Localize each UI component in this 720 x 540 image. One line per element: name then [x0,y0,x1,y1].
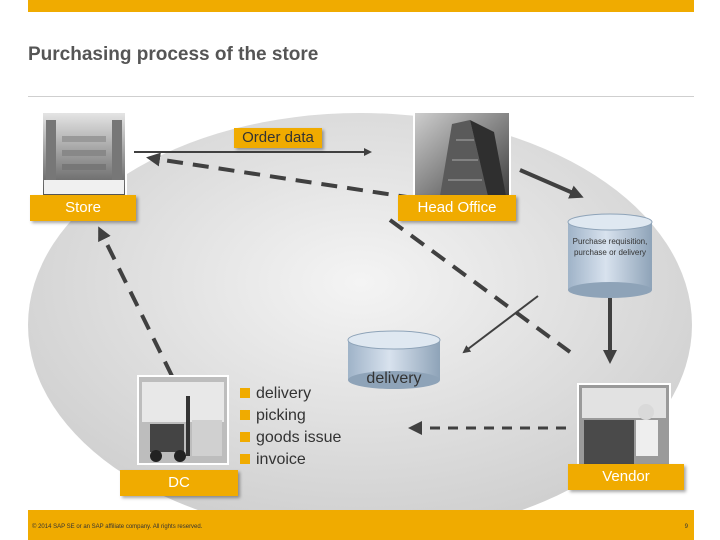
store-label: Store [30,195,136,221]
arrow-headoffice-to-store [146,152,441,204]
page-number: 9 [684,524,688,530]
dc-step-label: goods issue [256,429,342,446]
dc-steps-list: delivery picking goods issue invoice [240,383,341,471]
dc-step: delivery [240,383,341,405]
delivery-doc-text: delivery [366,370,422,387]
bullet-square-icon [240,432,250,442]
dc-step: goods issue [240,427,341,449]
bullet-square-icon [240,388,250,398]
arrow-dc-to-store [98,226,174,377]
title-divider [28,96,694,97]
head-office-photo [413,111,511,199]
dc-step-label: invoice [256,451,306,468]
arrow-purchase-to-delivery [462,295,539,354]
order-data-label: Order data [234,128,322,148]
dc-step: picking [240,405,341,427]
dc-photo [137,375,229,465]
dc-step-label: delivery [256,385,312,402]
dc-step-label: picking [256,407,306,424]
vendor-photo [577,383,671,471]
footer-copyright: © 2014 SAP SE or an SAP affiliate compan… [32,524,203,530]
dc-label: DC [120,470,238,496]
head-office-label: Head Office [398,195,516,221]
arrow-headoffice-to-purchase [519,168,584,199]
top-accent-bar [28,0,694,12]
footer-bar [28,510,694,540]
purchase-doc-cylinder [567,213,653,298]
purchase-doc-text: Purchase requisition, purchase or delive… [572,237,648,257]
dc-step: invoice [240,449,341,471]
page-title: Purchasing process of the store [28,44,319,65]
bullet-square-icon [240,454,250,464]
vendor-label: Vendor [568,464,684,490]
delivery-doc-cylinder [347,330,441,389]
bullet-square-icon [240,410,250,420]
arrow-headoffice-to-dc [388,218,572,354]
store-photo [41,111,127,197]
